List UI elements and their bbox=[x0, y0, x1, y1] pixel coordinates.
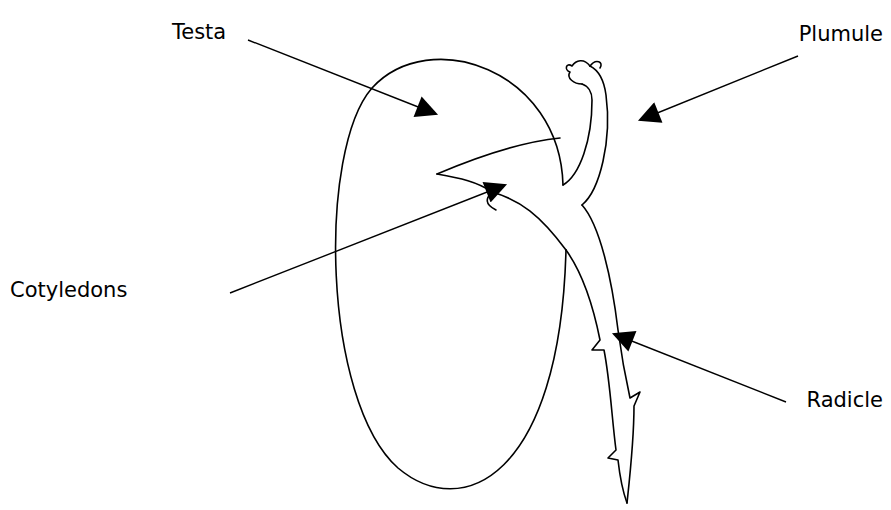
part-label: Cotyledons bbox=[8, 278, 129, 303]
part-label: Testa bbox=[170, 20, 228, 45]
part-label: Plumule bbox=[797, 22, 885, 47]
seed-outline bbox=[336, 59, 566, 488]
leader-line bbox=[248, 40, 436, 114]
plumule-leaves bbox=[566, 61, 590, 84]
plumule-shoot bbox=[563, 84, 592, 185]
part-label: Radicle bbox=[805, 388, 885, 413]
testa-split-lower bbox=[492, 192, 566, 250]
plumule-shoot bbox=[582, 66, 608, 205]
leader-line bbox=[230, 185, 505, 293]
testa-split bbox=[437, 138, 560, 174]
leader-line bbox=[640, 56, 798, 120]
plumule-leaves bbox=[590, 62, 601, 68]
leader-line bbox=[614, 334, 786, 402]
radicle-root bbox=[566, 250, 627, 503]
